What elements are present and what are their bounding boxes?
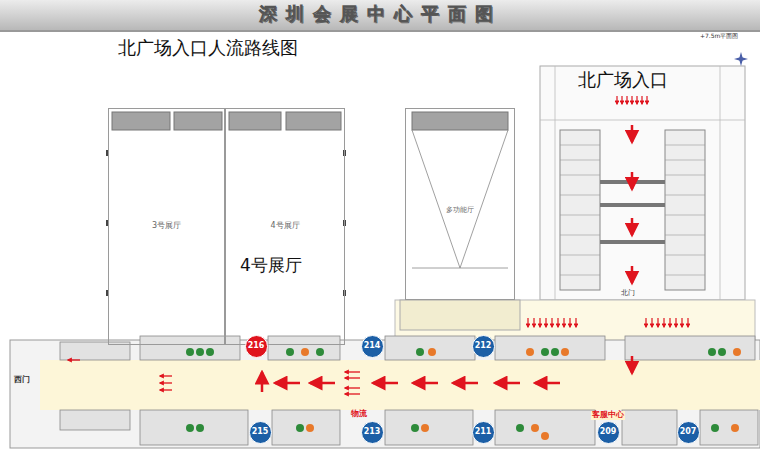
room-number-badge: 215 (249, 421, 272, 444)
room-number-badge: 212 (472, 335, 495, 358)
map-label: 4号展厅 (240, 256, 302, 275)
room-number-badge: 209 (597, 421, 620, 444)
map-label: 客服中心 (591, 411, 625, 420)
room-number: 209 (600, 428, 617, 437)
map-label: 北广场入口 (578, 70, 668, 90)
room-number-badge: 214 (361, 335, 384, 358)
room-number: 211 (475, 428, 492, 437)
hall-name: 3号展厅 (152, 222, 181, 231)
room-number: 214 (364, 342, 381, 351)
room-number-badge: 213 (361, 421, 384, 444)
room-number: 216 (248, 342, 265, 351)
room-number-badge: 216 (245, 335, 268, 358)
hall-name: 4号展厅 (270, 222, 299, 231)
room-number: 212 (475, 342, 492, 351)
map-title: 深圳会展中心平面图 (0, 4, 760, 24)
map-label: 物流 (350, 410, 368, 419)
map-label: 北门 (620, 290, 636, 298)
exhibition-hall: 4号展厅 (225, 108, 345, 345)
map-label: +7.5m平面图 (700, 33, 738, 40)
room-number: 213 (364, 428, 381, 437)
exhibition-hall: 3号展厅 (108, 108, 225, 345)
hall-name: 多功能厅 (446, 207, 474, 215)
room-number-badge: 207 (677, 421, 700, 444)
room-number-badge: 211 (472, 421, 495, 444)
room-number: 207 (680, 428, 697, 437)
room-number: 215 (252, 428, 269, 437)
map-label: 西门 (13, 376, 31, 385)
exhibition-hall: 多功能厅 (405, 108, 515, 300)
map-label: 北广场入口人流路线图 (118, 38, 298, 58)
